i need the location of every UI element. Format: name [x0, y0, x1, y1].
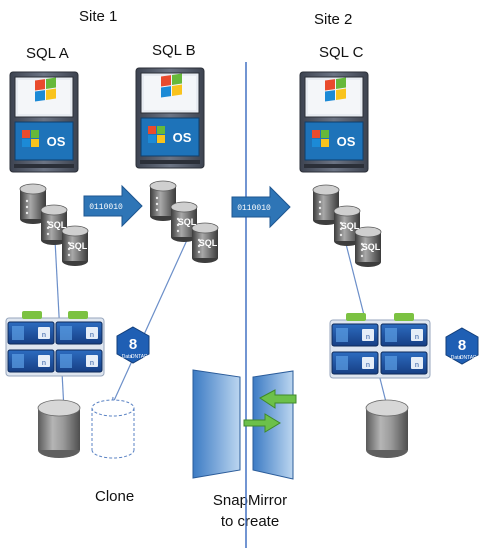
storage-array-site-2	[329, 313, 431, 379]
ontap-line2-site-2: ONTAP	[460, 355, 478, 361]
volume-cylinder-site-1	[37, 399, 81, 459]
snapmirror-caption-line2: to create	[220, 513, 280, 530]
db-label-sql-a-2: SQL	[69, 241, 88, 251]
bitstream-text-1: 0110010	[89, 203, 123, 212]
database-group-sql-b: SQL SQL	[149, 180, 219, 264]
ontap-line2-site-1: ONTAP	[131, 354, 149, 360]
clone-caption: Clone	[95, 488, 135, 505]
ontap-version-site-1: 8	[129, 336, 137, 353]
ontap-line1-site-2: Data	[451, 355, 462, 361]
bitstream-text-2: 0110010	[237, 204, 271, 213]
ontap-badge-site-2: 8 Data ONTAP	[445, 327, 479, 365]
os-badge-sql-c: OS	[337, 134, 356, 149]
site-2-label: Site 2	[314, 11, 353, 28]
os-badge-sql-a: OS	[47, 134, 66, 149]
db-label-sql-a-1: SQL	[48, 220, 67, 230]
server-sql-c: OS	[299, 71, 369, 173]
link-sql-b-to-clone	[111, 239, 188, 406]
server-label-sql-b: SQL B	[152, 42, 196, 59]
server-sql-a: OS	[9, 71, 79, 173]
storage-array-site-1	[5, 311, 105, 377]
snapmirror-caption-line1: SnapMirror	[212, 492, 288, 509]
bitstream-arrow-b-to-c: 0110010	[231, 185, 291, 229]
db-label-sql-b-2: SQL	[199, 238, 218, 248]
db-label-sql-c-2: SQL	[362, 242, 381, 252]
snapmirror-icon	[192, 369, 297, 480]
db-label-sql-c-1: SQL	[341, 221, 360, 231]
bitstream-arrow-a-to-b: 0110010	[83, 184, 143, 228]
server-label-sql-c: SQL C	[319, 44, 364, 61]
ontap-badge-site-1: 8 Data ONTAP	[116, 326, 150, 364]
ontap-version-site-2: 8	[458, 337, 466, 354]
clone-volume-dashed	[91, 399, 135, 459]
site-1-label: Site 1	[79, 8, 118, 25]
db-label-sql-b-1: SQL	[178, 217, 197, 227]
os-badge-sql-b: OS	[173, 130, 192, 145]
volume-cylinder-site-2	[365, 399, 409, 459]
database-group-sql-a: SQL SQL	[19, 183, 89, 267]
server-label-sql-a: SQL A	[26, 45, 69, 62]
server-sql-b: OS	[135, 67, 205, 169]
database-group-sql-c: SQL SQL	[312, 184, 382, 268]
ontap-line1-site-1: Data	[122, 354, 133, 360]
